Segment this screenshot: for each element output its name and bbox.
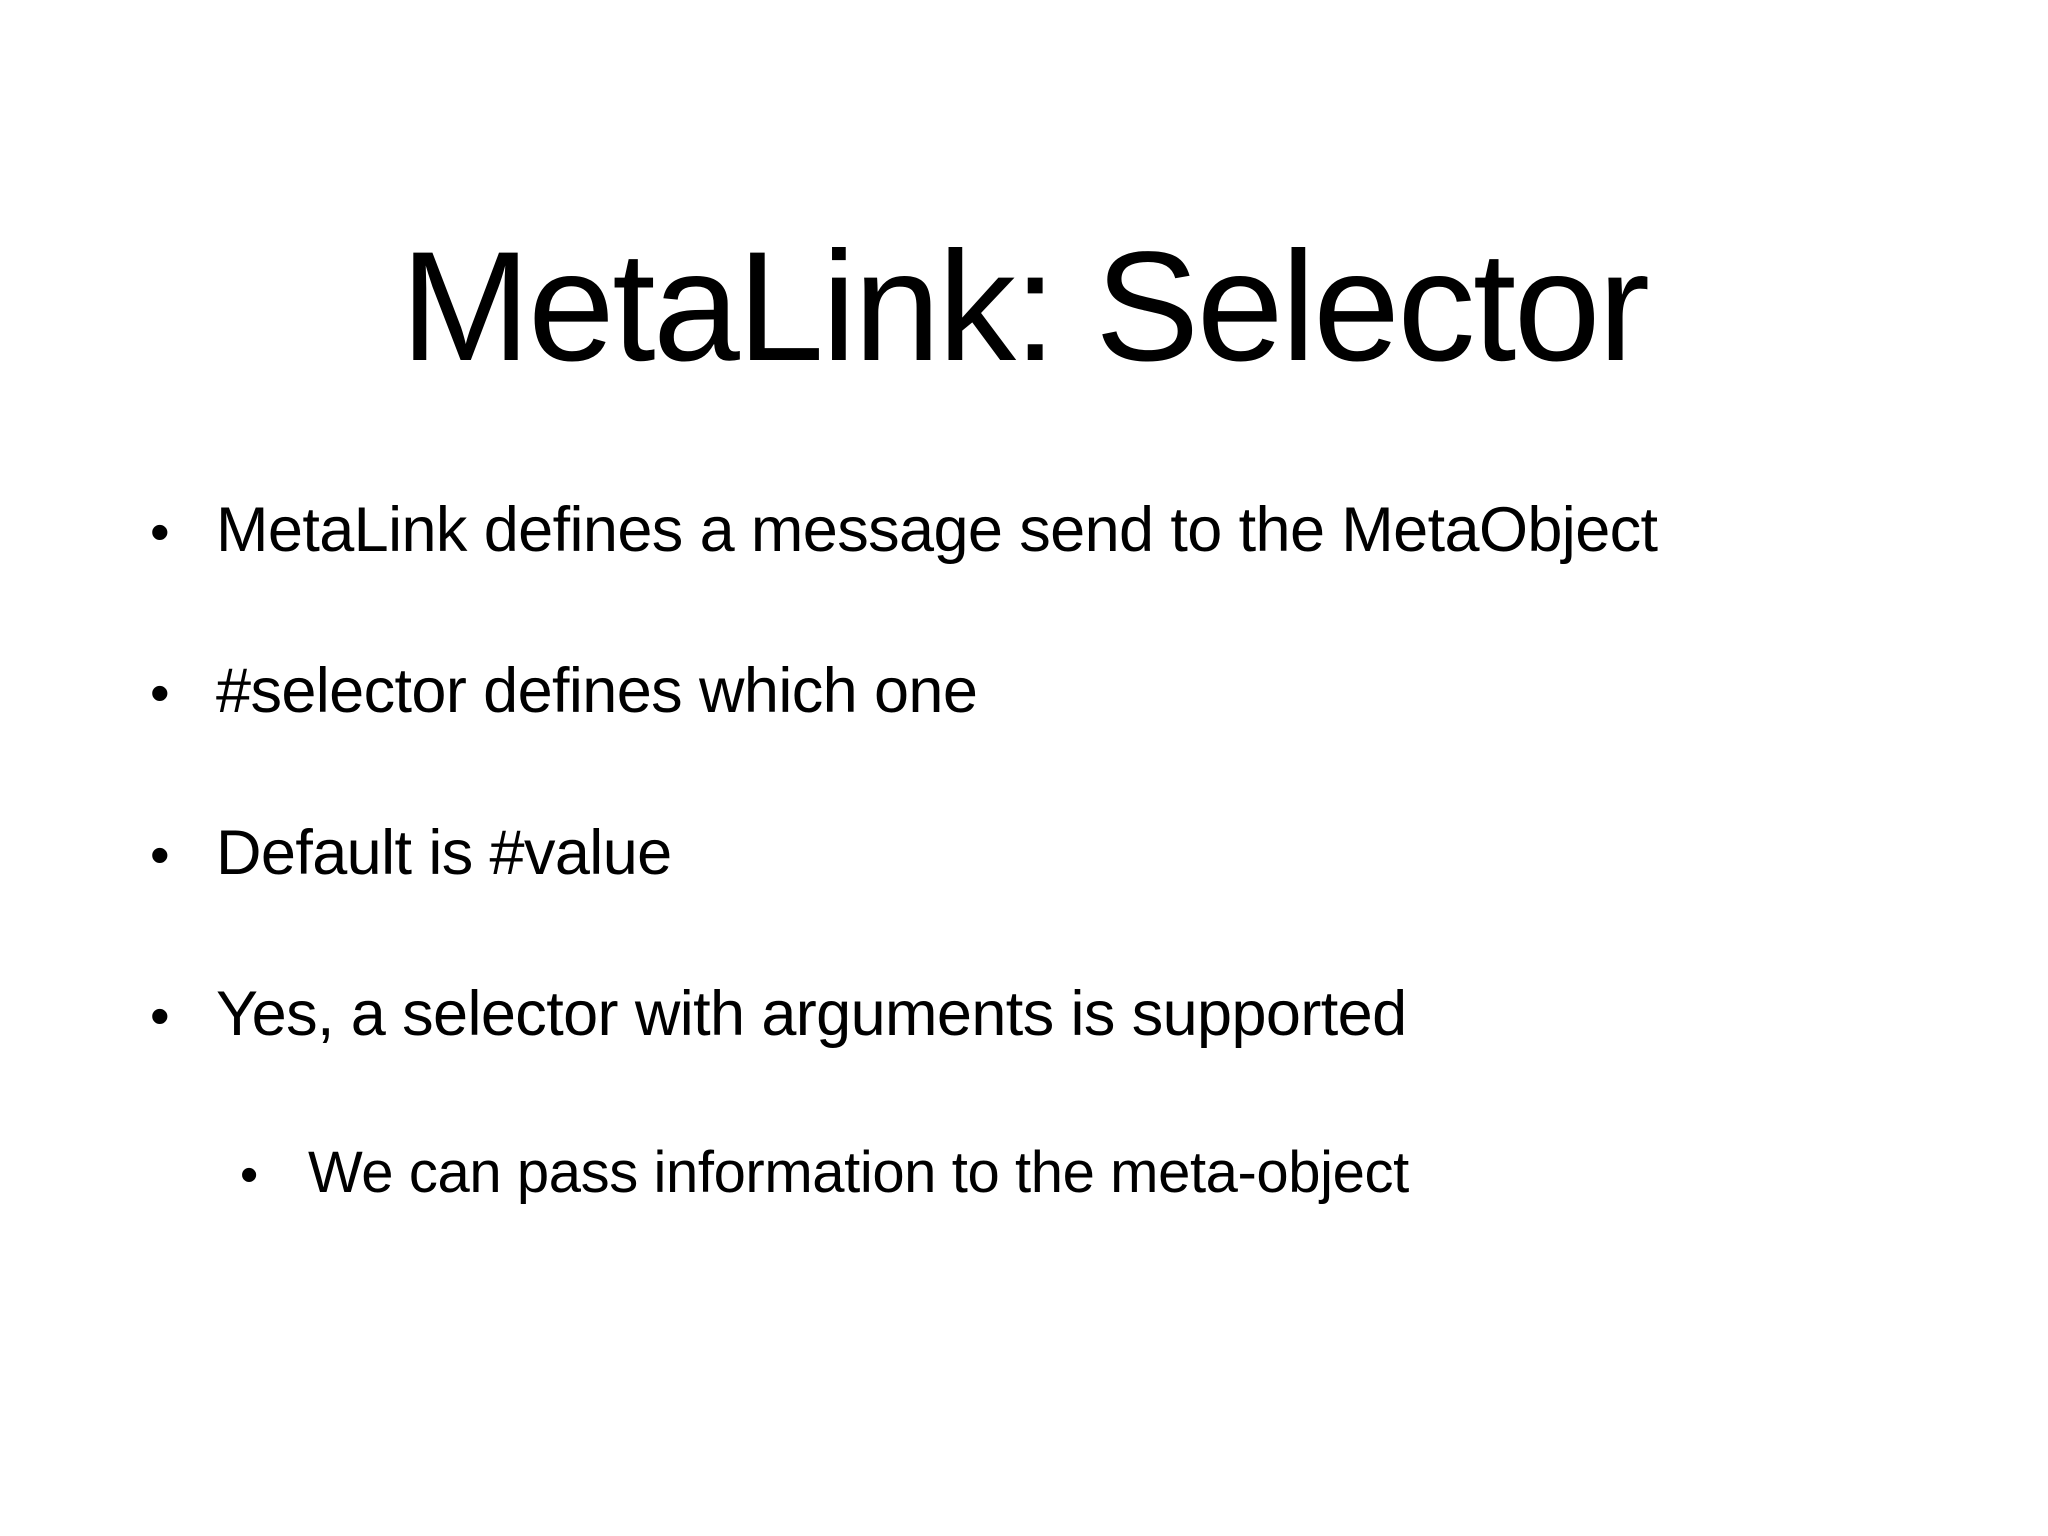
list-item: • #selector defines which one [150, 656, 1950, 727]
list-item: • Yes, a selector with arguments is supp… [150, 978, 1950, 1049]
list-item: • Default is #value [150, 817, 1950, 888]
bullet-point-icon: • [150, 500, 170, 563]
sub-list-item: • We can pass information to the meta-ob… [240, 1143, 1950, 1202]
page-title: MetaLink: Selector [400, 219, 1650, 394]
sub-list-item-label: We can pass information to the meta-obje… [308, 1140, 1409, 1205]
bullet-point-icon: • [150, 983, 170, 1047]
list-item-label: #selector defines which one [216, 656, 978, 727]
list-item-label: Default is #value [216, 817, 672, 888]
bullet-list: • MetaLink defines a message send to the… [150, 498, 1950, 1202]
bullet-point-icon: • [150, 822, 170, 886]
list-item-label: Yes, a selector with arguments is suppor… [216, 978, 1407, 1049]
bullet-point-icon: • [150, 661, 170, 725]
list-item-label: MetaLink defines a message send to the M… [216, 495, 1658, 565]
list-item: • MetaLink defines a message send to the… [150, 495, 1950, 565]
bullet-point-icon: • [240, 1146, 259, 1204]
